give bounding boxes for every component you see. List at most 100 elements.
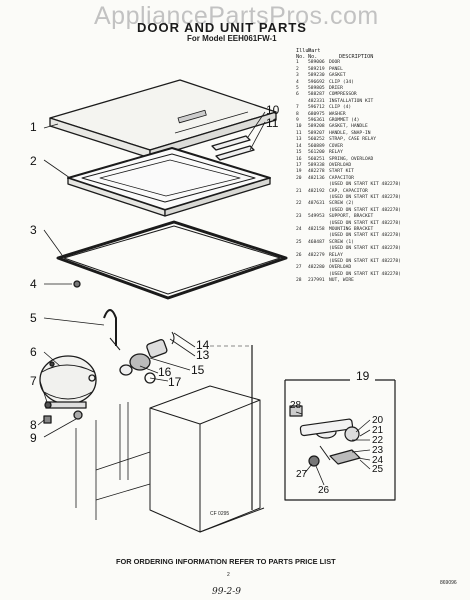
parts-row-description: OVERLOAD: [329, 162, 352, 168]
callout-22: 22: [372, 435, 384, 446]
drier-drawing: [103, 309, 121, 351]
parts-row-description: SCREW (2): [329, 201, 354, 207]
parts-row-note: (USED ON START KIT 482278): [329, 194, 401, 200]
parts-row-illus-no: 22: [296, 201, 302, 207]
parts-row-description: HANDLE, SNAP-IN: [329, 130, 371, 136]
callout-6: 6: [30, 345, 37, 359]
parts-row-illus-no: 20: [296, 175, 302, 181]
parts-row-illus-no: 6: [296, 92, 299, 98]
parts-row-part-no: 549953: [308, 214, 325, 220]
parts-row-description: CAP, CAPACITOR: [329, 188, 368, 194]
parts-row-part-no: 560889: [308, 143, 325, 149]
callout-15: 15: [191, 363, 205, 377]
parts-row-part-no: 589219: [308, 66, 325, 72]
callout-13: 13: [196, 348, 210, 362]
parts-row-description: STRAP, CASE RELAY: [329, 137, 377, 143]
parts-row-illus-no: 14: [296, 143, 302, 149]
clip-drawing: [73, 280, 81, 288]
parts-row-description: GASKET, HANDLE: [329, 124, 368, 130]
parts-row-part-no: 482158: [308, 226, 325, 232]
parts-row: 6 588287 COMPRESSOR: [296, 92, 466, 98]
callout-27: 27: [296, 469, 308, 480]
parts-row-part-no: 468487: [308, 239, 325, 245]
parts-row-description: CLIP (34): [329, 79, 354, 85]
callout-17: 17: [168, 375, 182, 389]
diagram-code: CF 0295: [210, 511, 230, 517]
handle-drawing: [211, 135, 255, 161]
parts-row-part-no: 588287: [308, 92, 325, 98]
page-title: DOOR AND UNIT PARTS: [137, 20, 307, 35]
parts-row-illus-no: 11: [296, 130, 302, 136]
parts-row-part-no: 596712: [308, 105, 325, 111]
header-description: DESCRIPTION: [339, 54, 374, 61]
parts-row-part-no: 482278: [308, 169, 325, 175]
parts-row-note: (USED ON START KIT 482278): [329, 182, 401, 188]
callout-28: 28: [290, 400, 302, 411]
hardware-drawing: [43, 401, 83, 424]
parts-row-part-no: 482331: [308, 98, 325, 104]
parts-row-note: (USED ON START KIT 482278): [329, 220, 401, 226]
parts-row: 482331 INSTALLATION KIT: [296, 99, 466, 105]
parts-row-illus-no: 21: [296, 188, 302, 194]
parts-row-part-no: 487631: [308, 201, 325, 207]
parts-row-part-no: 589006: [308, 60, 325, 66]
parts-row-description: MOUNTING BRACKET: [329, 226, 374, 232]
parts-row-description: START KIT: [329, 169, 354, 175]
parts-row-description: COMPRESSOR: [329, 92, 357, 98]
relay-parts-drawing: [119, 331, 175, 384]
parts-row: 22 487631 SCREW (2): [296, 201, 466, 207]
callout-21: 21: [372, 425, 384, 436]
parts-row-part-no: 589230: [308, 73, 325, 79]
parts-row-note: (USED ON START KIT 482278): [329, 233, 401, 239]
parts-row-description: SUPPORT, BRACKET: [329, 214, 374, 220]
parts-row-note: (USED ON START KIT 482278): [329, 259, 401, 264]
parts-row-illus-no: 25: [296, 239, 302, 245]
parts-row-description: RELAY: [329, 150, 343, 156]
callout-19: 19: [356, 369, 370, 383]
parts-row-description: RELAY: [329, 252, 343, 258]
parts-row-illus-no: 2: [296, 66, 299, 72]
parts-row-illus-no: 7: [296, 105, 299, 111]
parts-row-illus-no: 26: [296, 252, 302, 258]
parts-row-note: (USED ON START KIT 482278): [329, 271, 401, 277]
callout-14: 14: [196, 338, 210, 352]
parts-row-note: (USED ON START KIT 482278): [329, 246, 401, 252]
parts-row-description: GROMMET (4): [329, 118, 360, 124]
panel-drawing: [67, 147, 271, 217]
parts-row-part-no: 482280: [308, 265, 325, 271]
parts-row-description: DRIER: [329, 86, 343, 92]
callout-16: 16: [158, 365, 172, 379]
callout-2: 2: [30, 154, 37, 168]
cabinet-drawing: [75, 345, 265, 533]
gasket-drawing: [56, 220, 288, 300]
parts-row-part-no: 589208: [308, 124, 325, 130]
parts-row-description: CLIP (4): [329, 105, 352, 111]
parts-row: 11 589207 HANDLE, SNAP-IN: [296, 131, 466, 137]
parts-row-description: CAPACITOR: [329, 175, 354, 181]
callout-3: 3: [30, 223, 37, 237]
parts-row-part-no: 589207: [308, 130, 325, 136]
parts-row-illus-no: 9: [296, 118, 299, 124]
ordering-footer: FOR ORDERING INFORMATION REFER TO PARTS …: [116, 557, 336, 566]
parts-row-description: WASHER: [329, 111, 346, 117]
parts-row-description: SCREW (1): [329, 239, 354, 245]
parts-row-description: OVERLOAD: [329, 265, 352, 271]
parts-row-illus-no: 13: [296, 137, 302, 143]
parts-row-part-no: 561200: [308, 150, 325, 156]
parts-row-description: INSTALLATION KIT: [329, 98, 374, 104]
